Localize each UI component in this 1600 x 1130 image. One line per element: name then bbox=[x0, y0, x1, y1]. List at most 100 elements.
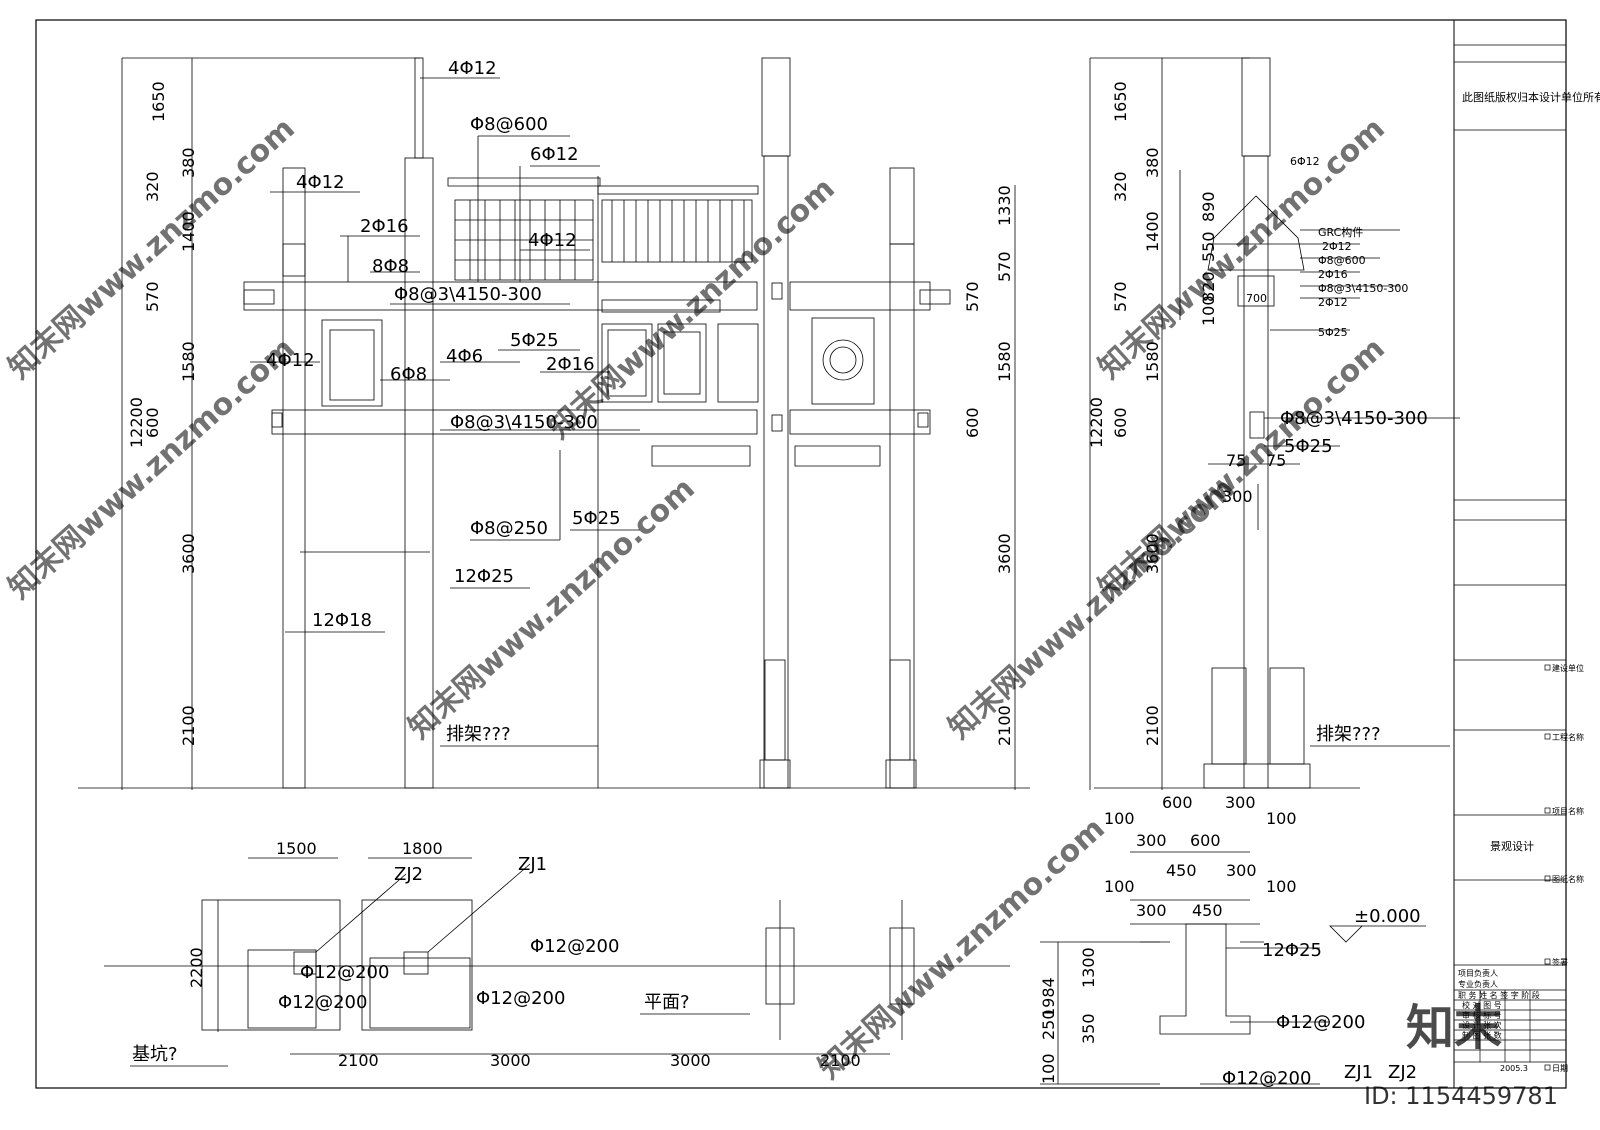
dim-320: 320 bbox=[143, 171, 162, 202]
plan-bottom-dim: 2100 bbox=[820, 1051, 861, 1070]
side-dim: 380 bbox=[1143, 147, 1162, 178]
plan-rebar: Φ12@200 bbox=[300, 962, 389, 983]
footing-rebar: Φ12@200 bbox=[1276, 1012, 1365, 1033]
level-mark: ±0.000 bbox=[1354, 906, 1421, 927]
footing-label: ZJ2 bbox=[1388, 1062, 1417, 1083]
side-rebar: Φ8@600 bbox=[1318, 254, 1366, 267]
footing-dim: 300 bbox=[1226, 861, 1257, 880]
field-client: 建设单位 bbox=[1552, 663, 1584, 673]
rebar-label: 4Φ12 bbox=[448, 58, 497, 79]
footing-dim: 600 bbox=[1190, 831, 1221, 850]
project-leader: 项目负责人 bbox=[1458, 968, 1498, 978]
plan-rebar: Φ12@200 bbox=[278, 992, 367, 1013]
side-dim: 2100 bbox=[1143, 705, 1162, 746]
side-bottom-dim: 600 bbox=[1162, 793, 1193, 812]
watermark: 知末网www.znzmo.com bbox=[402, 471, 702, 746]
sign-label: 签署 bbox=[1552, 957, 1568, 967]
field-project-name: 工程名称 bbox=[1552, 732, 1584, 742]
field-item-name: 项目名称 bbox=[1552, 806, 1584, 816]
plan-dim: 1500 bbox=[276, 839, 317, 858]
discipline-leader: 专业负责人 bbox=[1458, 979, 1498, 989]
rebar-label: 12Φ18 bbox=[312, 610, 372, 631]
side-rebar: 2Φ12 bbox=[1322, 240, 1352, 253]
plan-caption: 基坑? bbox=[132, 1044, 178, 1065]
watermark: 知末网www.znzmo.com bbox=[812, 811, 1112, 1086]
side-top-dim: 550 bbox=[1199, 231, 1218, 262]
rebar-label: 4Φ12 bbox=[296, 172, 345, 193]
rebar-label: Φ8@600 bbox=[470, 114, 548, 135]
dim-1650: 1650 bbox=[149, 81, 168, 122]
side-inner-dim: 75 bbox=[1266, 451, 1286, 470]
side-dim-total: 12200 bbox=[1087, 397, 1106, 448]
watermark: 知末网www.znzmo.com bbox=[2, 331, 302, 606]
table-header: 职 务 姓 名 签 字 阶 段 bbox=[1458, 990, 1540, 1000]
rebar-label: Φ8@3\4150-300 bbox=[394, 284, 542, 305]
right-dim: 1580 bbox=[995, 341, 1014, 382]
rebar-label: Φ8@250 bbox=[470, 518, 548, 539]
footing-height: 1984 bbox=[1039, 977, 1058, 1018]
row-review: 审 核 标 号 bbox=[1462, 1010, 1502, 1020]
side-top-dim: 820 bbox=[1199, 271, 1218, 302]
side-caption: 排架??? bbox=[1316, 724, 1381, 745]
dim-total: 12200 bbox=[127, 397, 146, 448]
footing-rebar: 12Φ25 bbox=[1262, 940, 1322, 961]
watermark: 知末网www.znzmo.com bbox=[2, 111, 302, 386]
side-dim: 570 bbox=[1111, 281, 1130, 312]
plan-label-zj1: ZJ1 bbox=[518, 854, 547, 875]
dim-1400: 1400 bbox=[179, 211, 198, 252]
side-inner-dim: 700 bbox=[1246, 292, 1267, 305]
elevation-caption: 排架??? bbox=[446, 724, 511, 745]
footing-dim: 300 bbox=[1136, 901, 1167, 920]
right-dim: 570 bbox=[963, 281, 982, 312]
plan-rebar: Φ12@200 bbox=[530, 936, 619, 957]
dim-380: 380 bbox=[179, 147, 198, 178]
side-rebar: Φ8@3\4150-300 bbox=[1318, 282, 1408, 295]
footing-dim: 100 bbox=[1104, 877, 1135, 896]
right-dim: 2100 bbox=[995, 705, 1014, 746]
rebar-label: 2Φ16 bbox=[360, 216, 409, 237]
side-rebar: 2Φ12 bbox=[1318, 296, 1348, 309]
plan-bottom-dim: 2100 bbox=[338, 1051, 379, 1070]
side-dim: 320 bbox=[1111, 171, 1130, 202]
footing-dim: 450 bbox=[1166, 861, 1197, 880]
rebar-label: 4Φ12 bbox=[528, 230, 577, 251]
copyright-note: 此图纸版权归本设计单位所有 bbox=[1462, 90, 1600, 104]
watermark: 知末网www.znzmo.com bbox=[542, 171, 842, 446]
plan-bottom-dim: 3000 bbox=[490, 1051, 531, 1070]
side-dim: 600 bbox=[1111, 407, 1130, 438]
side-dim: 3600 bbox=[1143, 533, 1162, 574]
side-section-lines bbox=[1089, 57, 1460, 790]
footing-rebar: Φ12@200 bbox=[1222, 1068, 1311, 1089]
plan-height-dim: 2200 bbox=[187, 947, 206, 988]
dim-2100: 2100 bbox=[179, 705, 198, 746]
dim-600: 600 bbox=[143, 407, 162, 438]
plan-bottom-dim: 3000 bbox=[670, 1051, 711, 1070]
project-title: 景观设计 bbox=[1490, 840, 1534, 853]
rebar-label: 5Φ25 bbox=[572, 508, 621, 529]
footing-dim: 100 bbox=[1266, 877, 1297, 896]
watermark-id: ID: 1154459781 bbox=[1364, 1082, 1558, 1110]
watermark: 知末网www.znzmo.com bbox=[1092, 331, 1392, 606]
footing-dim: 450 bbox=[1192, 901, 1223, 920]
rebar-label: 4Φ12 bbox=[266, 350, 315, 371]
row-draw: 制 图 张 数 bbox=[1462, 1030, 1502, 1040]
right-dim: 570 bbox=[995, 251, 1014, 282]
side-rebar: 5Φ25 bbox=[1284, 436, 1333, 457]
date-value: 2005.3 bbox=[1500, 1064, 1528, 1073]
side-dim: 1400 bbox=[1143, 211, 1162, 252]
plan-dim: 1800 bbox=[402, 839, 443, 858]
dim-3600: 3600 bbox=[179, 533, 198, 574]
side-rebar: 5Φ25 bbox=[1318, 326, 1348, 339]
row-check: 校 对 图 号 bbox=[1462, 1000, 1502, 1010]
side-rebar: Φ8@3\4150-300 bbox=[1280, 408, 1428, 429]
side-bottom-dim: 100 bbox=[1266, 809, 1297, 828]
rebar-label: 6Φ8 bbox=[390, 364, 427, 385]
watermark-logo: 知末 bbox=[1406, 1000, 1502, 1056]
footing-height: 350 bbox=[1079, 1013, 1098, 1044]
dim-570: 570 bbox=[143, 281, 162, 312]
side-top-dim: 100 bbox=[1199, 295, 1218, 326]
plan-caption: 平面? bbox=[644, 992, 690, 1013]
footing-height: 100 bbox=[1039, 1053, 1058, 1084]
dim-1580: 1580 bbox=[179, 341, 198, 382]
